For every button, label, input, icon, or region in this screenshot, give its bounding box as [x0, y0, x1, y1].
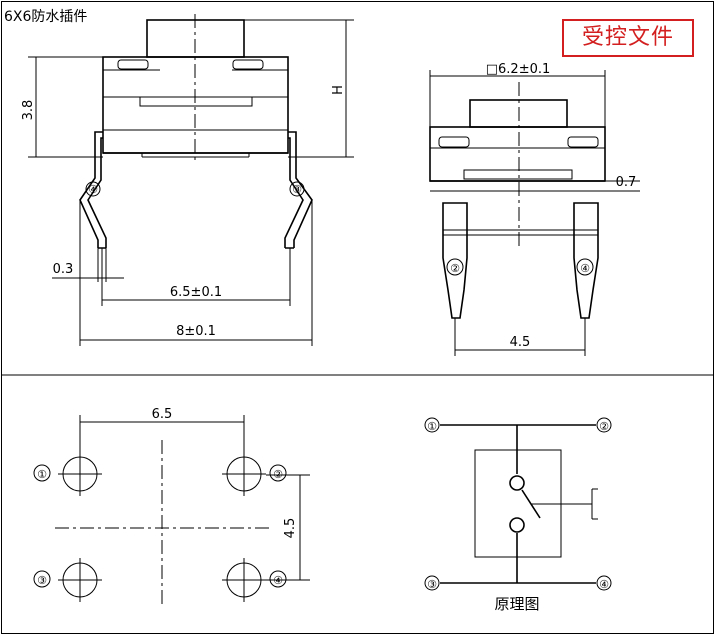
dim-total-height: H	[331, 85, 346, 95]
dim-height: 3.8	[21, 100, 36, 121]
controlled-document-stamp: 受控文件	[562, 19, 694, 57]
schematic-terminal-4: ④	[599, 578, 609, 591]
schematic-terminal-1: ①	[427, 420, 437, 433]
pcb-label-3: ③	[37, 574, 47, 587]
schematic-terminal-2: ②	[599, 420, 609, 433]
front-pin-left: ②	[450, 262, 460, 275]
front-pin-right: ④	[580, 262, 590, 275]
side-pin-left: ④	[88, 183, 98, 196]
pcb-layout: 6.5 4.5 ① ② ③ ④	[33, 407, 310, 605]
pcb-label-1: ①	[37, 468, 47, 481]
schematic-caption: 原理图	[494, 595, 539, 613]
dim-lead-thickness: 0.3	[53, 262, 74, 277]
side-pin-right: ③	[292, 183, 302, 196]
dim-pin-pitch-front: 4.5	[510, 335, 531, 350]
schematic: ① ② ③ ④ 原理图	[424, 417, 612, 613]
pcb-label-2: ②	[273, 468, 283, 481]
dim-pcb-horizontal: 6.5	[152, 407, 173, 422]
dim-body-size: □6.2±0.1	[486, 62, 551, 77]
front-left-leg	[442, 202, 468, 319]
pcb-label-4: ④	[273, 574, 283, 587]
dim-pcb-vertical: 4.5	[283, 518, 298, 539]
dim-overall-width: 8±0.1	[176, 324, 216, 339]
front-view: ② ④ □6.2±0.1 0.7 4.5	[429, 62, 640, 356]
side-view: ④ ③ 3.8 H 0.3 6.5±0.1	[21, 14, 354, 346]
schematic-terminal-3: ③	[427, 578, 437, 591]
dim-standoff: 0.7	[616, 175, 637, 190]
front-right-leg	[573, 202, 599, 319]
front-body	[429, 126, 606, 182]
dim-pin-pitch-side: 6.5±0.1	[170, 285, 222, 300]
drawing-title: 6X6防水插件	[4, 9, 88, 25]
